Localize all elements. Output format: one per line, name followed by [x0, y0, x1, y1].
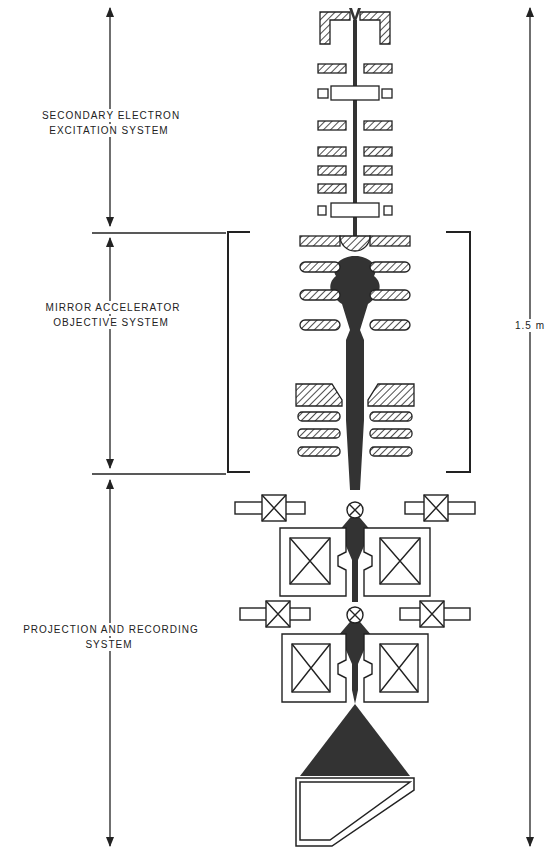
mirror-electrodes-part	[370, 236, 410, 246]
dimension-arrows-part	[109, 238, 110, 468]
gun-electrodes-part	[318, 147, 346, 156]
mirror-electrodes-part	[298, 429, 340, 438]
gun-electrodes-part	[318, 206, 326, 215]
projection-lenses-part	[262, 495, 286, 521]
projection-lenses-part	[266, 601, 290, 627]
gun-electrodes-part	[331, 203, 379, 217]
dimension-arrows-part	[92, 473, 226, 474]
system-label-box: SECONDARY ELECTRON EXCITATION SYSTEM	[25, 108, 195, 138]
gun-electrodes-part	[384, 206, 392, 215]
projection-lenses-part	[280, 528, 346, 596]
mirror-electrodes-part	[296, 384, 342, 406]
gun-electrodes-part	[318, 166, 346, 175]
electron-beam-part	[300, 704, 410, 776]
projection-lenses-part	[347, 502, 363, 518]
mirror-electrodes-part	[300, 262, 340, 272]
projection-lenses-part	[380, 538, 420, 584]
projection-lenses	[235, 495, 475, 702]
mirror-electrodes-part	[340, 236, 370, 251]
system-label: MIRROR ACCELERATOR OBJECTIVE SYSTEM	[44, 301, 181, 329]
projection-lenses-part	[292, 644, 330, 692]
mirror-electrodes-part	[368, 384, 414, 406]
system-label-box: MIRROR ACCELERATOR OBJECTIVE SYSTEM	[12, 300, 212, 330]
dimension-label-box: 1.5 m	[504, 318, 556, 333]
projection-lenses-part	[380, 538, 420, 584]
mirror-electrodes-part	[300, 290, 340, 300]
gun-electrodes-part	[320, 12, 350, 44]
electron-beam-part	[352, 580, 358, 602]
projection-lenses-part	[420, 601, 444, 627]
projection-lenses-part	[380, 644, 418, 692]
gun-electrodes-part	[364, 121, 392, 130]
mirror-electrodes-part	[300, 236, 340, 246]
projection-lenses-part	[347, 607, 363, 623]
projection-lenses-part	[290, 538, 330, 584]
projection-lenses-part	[290, 538, 330, 584]
dimension-arrows-part	[109, 480, 110, 846]
projection-lenses-part	[420, 601, 444, 627]
gun-electrodes-part	[364, 166, 392, 175]
recording-camera-part	[300, 782, 410, 840]
mirror-electrodes-part	[370, 447, 412, 456]
gun-electrodes-part	[360, 12, 390, 44]
enclosure-brackets-part	[228, 232, 250, 472]
mirror-electrodes-part	[298, 412, 340, 421]
dimension-arrows-part	[92, 232, 226, 233]
mirror-electrodes-part	[370, 429, 412, 438]
electron-beam-part	[352, 690, 358, 704]
enclosure-brackets-part	[446, 232, 470, 472]
gun-electrodes-part	[318, 89, 328, 98]
mirror-electrodes-part	[300, 320, 340, 330]
recording-camera	[296, 778, 414, 846]
projection-lenses-part	[266, 601, 290, 627]
projection-lenses-part	[380, 644, 418, 692]
projection-lenses-part	[364, 634, 428, 702]
gun-electrodes-part	[318, 184, 346, 193]
projection-lenses-part	[424, 495, 448, 521]
system-label: SECONDARY ELECTRON EXCITATION SYSTEM	[40, 109, 180, 137]
projection-lenses-part	[349, 609, 361, 621]
gun-electrodes	[318, 12, 392, 217]
mirror-electrodes-part	[370, 320, 410, 330]
projection-lenses-part	[364, 528, 430, 596]
mirror-electrodes-part	[370, 412, 412, 421]
projection-lenses-part	[262, 495, 286, 521]
gun-electrodes-part	[331, 86, 379, 100]
gun-electrodes-part	[364, 64, 392, 73]
mirror-electrodes-part	[298, 447, 340, 456]
dimension-arrows-part	[529, 8, 530, 846]
gun-electrodes-part	[364, 184, 392, 193]
mirror-electrodes-part	[370, 290, 410, 300]
recording-camera-part	[296, 778, 414, 846]
projection-lenses-part	[424, 495, 448, 521]
projection-lenses-part	[349, 504, 361, 516]
gun-electrodes-part	[382, 89, 392, 98]
dimension-label: 1.5 m	[513, 319, 547, 332]
mirror-electrodes-part	[370, 262, 410, 272]
gun-electrodes-part	[364, 147, 392, 156]
projection-lenses-part	[292, 644, 330, 692]
system-label: PROJECTION AND RECORDING SYSTEM	[21, 623, 199, 651]
projection-lenses-part	[282, 634, 346, 702]
gun-electrodes-part	[318, 64, 346, 73]
gun-electrodes-part	[318, 121, 346, 130]
mirror-electrodes	[296, 236, 414, 456]
system-label-box: PROJECTION AND RECORDING SYSTEM	[10, 622, 210, 652]
